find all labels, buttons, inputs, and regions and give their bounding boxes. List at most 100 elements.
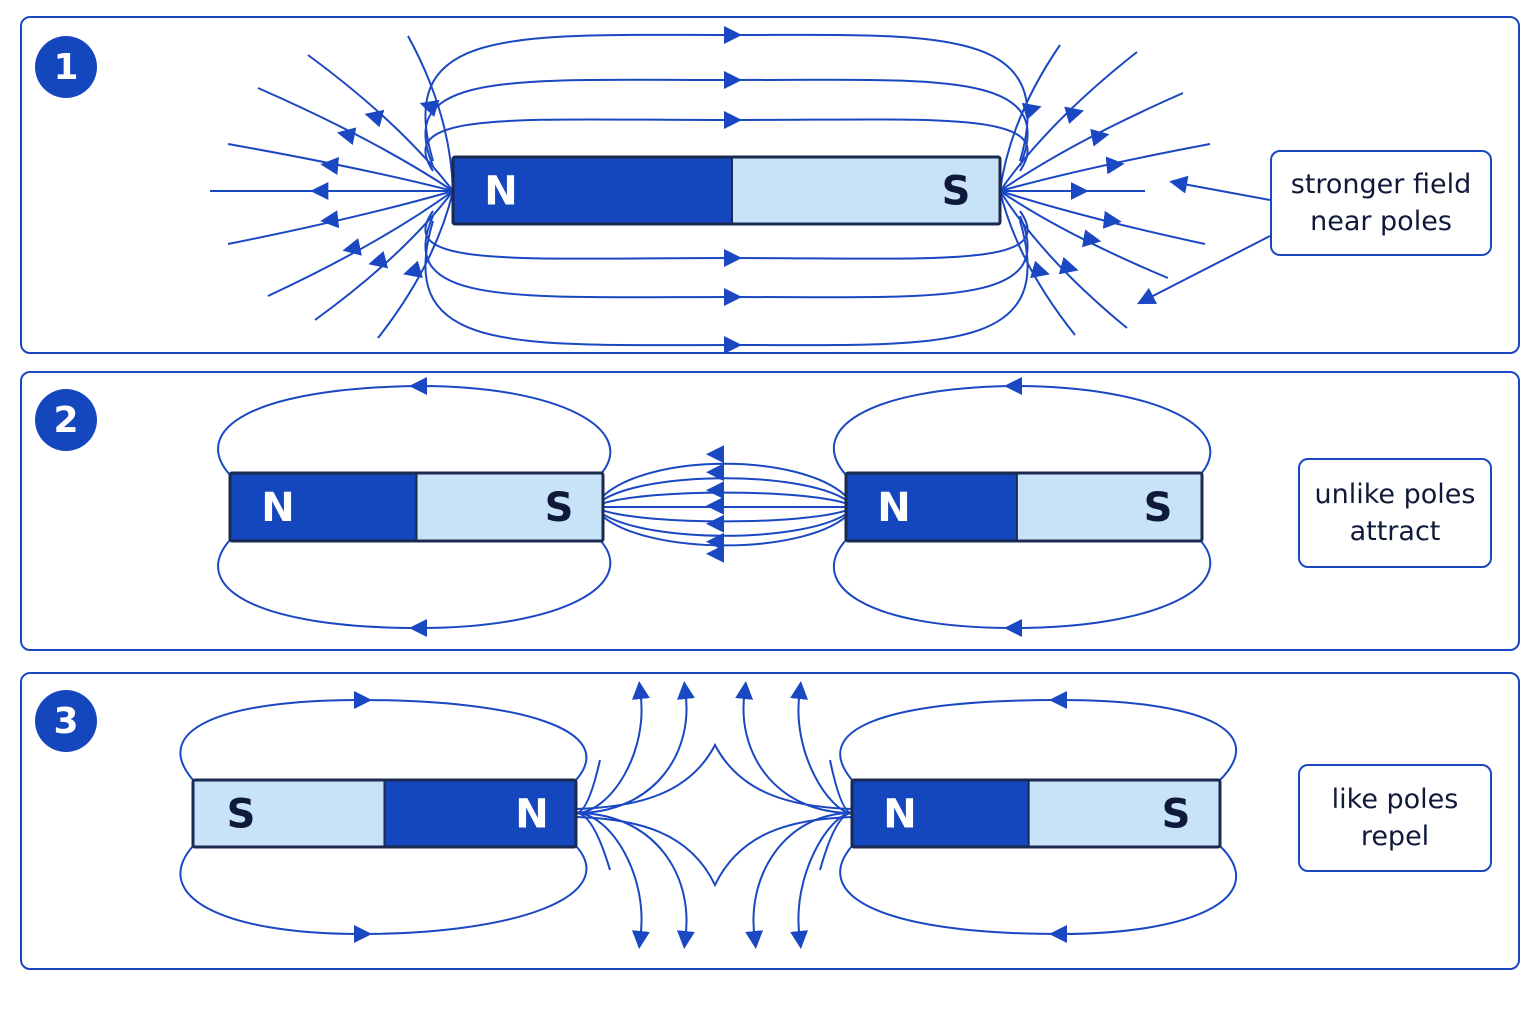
panel-3-number-badge: 3 [35,690,97,752]
p3-left-fan-3 [575,812,643,941]
panel-3-magnet-left-right-pole [384,780,576,847]
p3-left-bottom-loop [179,845,588,936]
p2-gap-line-3 [602,491,847,505]
panel-2-magnet-right-right-label: S [1144,485,1173,531]
p3-right-fan-1 [742,689,853,814]
panel-3-magnet-right-left-label: N [883,792,916,838]
field-line-right-5 [999,190,1169,279]
p3-spread-4 [819,812,853,871]
callout-2-line-2: attract [1349,516,1441,547]
field-arrow-left-3 [320,210,340,229]
field-line-right-7 [999,190,1128,329]
panel-1-magnet-right-label: S [942,169,971,215]
p2-left-bottom-loop [217,539,612,630]
p3-left-fan-arrow-1 [631,681,650,701]
field-arrow-right-7 [1058,256,1079,275]
p2-gap-line-2 [602,477,847,501]
field-arrow-left-7 [368,250,389,269]
field-line-right-2 [999,143,1211,192]
panel-2-magnet-left-left-pole [230,473,417,541]
field-line-left-3 [227,190,454,245]
p2-gap-line-5 [602,509,847,523]
p2-right-top-loop [833,384,1212,476]
p3-left-top-loop [179,698,588,781]
panel-3-number: 3 [53,700,79,742]
field-line-right-3 [999,190,1206,245]
field-line-left-6 [307,54,454,192]
field-arrow-right-9 [1030,260,1050,279]
field-line-bottom-2 [424,215,1029,299]
callout-stronger-field: stronger field near poles [1270,150,1492,256]
panel-3-magnet-right-right-pole [1028,780,1220,847]
p3-center-lower [575,816,853,888]
p3-right-fan-arrow-4 [790,929,809,949]
panel-2-magnet-right-right-pole [1016,473,1202,541]
panel-3-magnet-right-left-pole [852,780,1029,847]
callout-unlike-poles: unlike poles attract [1298,458,1492,568]
field-arrow-right-6 [1064,106,1085,124]
field-arrow-left-6 [364,109,385,128]
callout-2-line-1: unlike poles [1314,479,1476,510]
panel-3-magnet-left-right-label: N [515,792,548,838]
p3-left-fan-arrow-2 [676,681,695,701]
p3-right-fan-3 [752,812,853,941]
panel-2-magnet-left-right-pole [416,473,603,541]
panel-3-magnet-left-left-label: S [227,792,256,838]
callout-pointer-upper [1169,175,1271,201]
panel-1-number: 1 [53,46,79,88]
p3-right-fan-arrow-1 [735,681,754,701]
p3-left-fan-arrow-3 [631,929,650,949]
p3-spread-1 [575,759,601,814]
callout-1-line-1: stronger field [1290,169,1472,200]
field-arrow-right-8 [1021,102,1042,121]
callout-pointer-lower [1136,235,1271,305]
p3-right-fan-4 [797,812,853,941]
field-line-left-4 [257,87,454,192]
panel-2-number-badge: 2 [35,389,97,451]
field-line-left-7 [314,190,454,321]
p3-center-upper [575,742,853,810]
field-line-right-6 [999,51,1138,192]
p3-left-fan-arrow-4 [676,929,695,949]
field-arrow-left-8 [419,99,440,118]
field-line-right-9 [999,190,1076,336]
panel-1-magnet-left-label: N [484,169,517,215]
panel-2-magnet-right-left-pole [846,473,1017,541]
p3-left-fan-1 [575,689,643,814]
field-line-right-4 [999,92,1184,192]
panel-2-magnet-left-left-label: N [261,485,294,531]
panel-1-magnet-left-pole [453,157,732,224]
p3-right-fan-arrow-2 [790,681,809,701]
panel-2-magnet-right-left-label: N [877,485,910,531]
p2-right-bottom-loop [833,539,1212,630]
panel-3-magnet-left-left-pole [193,780,385,847]
p3-spread-3 [829,759,853,814]
p2-left-top-loop [217,384,612,476]
field-line-bottom-1 [424,220,1029,347]
panel-2-magnet-left-right-label: S [545,485,574,531]
callout-like-poles: like poles repel [1298,764,1492,872]
field-arrow-left-9 [403,260,423,278]
field-line-left-9 [377,190,454,339]
panel-2-number: 2 [53,399,79,441]
field-arrow-left-2 [320,157,340,175]
callout-3-line-2: repel [1360,821,1430,852]
p2-gap-line-7 [602,515,847,547]
panel-1-number-badge: 1 [35,36,97,98]
p2-gap-line-6 [602,513,847,537]
panel-1-magnet-right-pole [731,157,1000,224]
callout-3-line-1: like poles [1331,784,1459,815]
field-arrow-right-2 [1105,156,1125,175]
field-arrow-right-3 [1102,210,1122,229]
field-line-top-2 [424,78,1029,167]
p3-right-top-loop [839,698,1238,781]
p2-gap-line-1 [602,462,847,497]
p3-right-bottom-loop [839,845,1238,936]
field-arrow-left-5 [342,238,362,256]
callout-1-line-2: near poles [1310,206,1452,237]
p3-left-fan-4 [575,812,688,941]
field-arrow-right-4 [1090,128,1110,147]
